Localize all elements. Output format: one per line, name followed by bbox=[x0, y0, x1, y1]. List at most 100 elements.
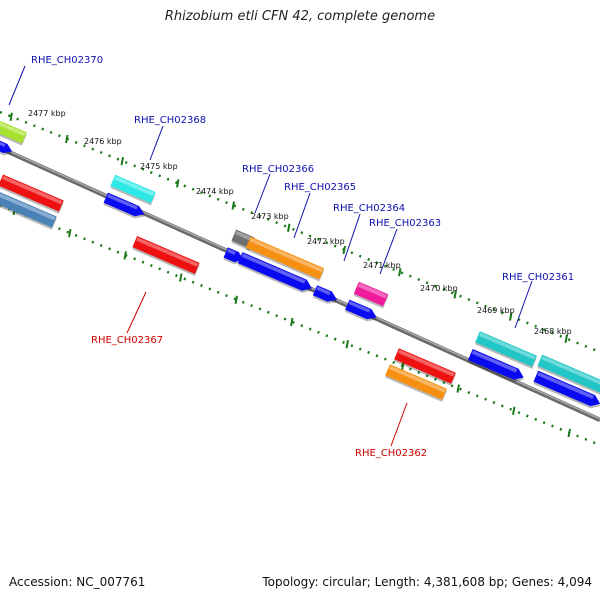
major-tick bbox=[120, 157, 124, 166]
feature-cds[interactable] bbox=[103, 192, 147, 222]
feature-steel[interactable] bbox=[0, 190, 57, 230]
feature-highlight bbox=[2, 175, 63, 205]
major-tick bbox=[287, 223, 291, 232]
gene-label-rhe-ch02366[interactable]: RHE_CH02366 bbox=[242, 164, 314, 175]
feature-body bbox=[132, 236, 200, 274]
gene-label-rhe-ch02363[interactable]: RHE_CH02363 bbox=[369, 218, 441, 229]
leader-rhe-ch02368 bbox=[149, 125, 164, 161]
feature-cds[interactable] bbox=[467, 349, 527, 385]
feature-body bbox=[475, 331, 537, 367]
gene-label-rhe-ch02362[interactable]: RHE_CH02362 bbox=[355, 448, 427, 459]
feature-highlight bbox=[136, 237, 199, 267]
feature-body bbox=[0, 138, 13, 154]
feature-body bbox=[0, 190, 57, 228]
genome-summary-text: Topology: circular; Length: 4,381,608 bp… bbox=[262, 575, 592, 589]
feature-highlight bbox=[241, 253, 306, 284]
major-tick bbox=[564, 334, 568, 343]
feature-lime[interactable] bbox=[0, 116, 27, 146]
leader-rhe-ch02364 bbox=[343, 213, 361, 262]
feature-cyan[interactable] bbox=[110, 174, 157, 206]
leader-rhe-ch02361 bbox=[514, 280, 533, 329]
feature-highlight bbox=[235, 230, 254, 242]
feature-highlight bbox=[0, 139, 6, 147]
major-tick bbox=[123, 251, 127, 260]
gene-label-rhe-ch02361[interactable]: RHE_CH02361 bbox=[502, 272, 574, 283]
tick-label: 2470 kbp bbox=[420, 284, 458, 293]
feature-cds[interactable] bbox=[223, 247, 245, 266]
major-tick bbox=[9, 112, 13, 121]
feature-magenta[interactable] bbox=[353, 281, 389, 309]
feature-body bbox=[353, 281, 389, 307]
gene-label-rhe-ch02364[interactable]: RHE_CH02364 bbox=[333, 203, 405, 214]
feature-teal[interactable] bbox=[474, 331, 537, 369]
feature-cds[interactable] bbox=[533, 370, 600, 412]
feature-highlight bbox=[316, 286, 331, 296]
label-leaders bbox=[8, 65, 533, 447]
gene-label-rhe-ch02368[interactable]: RHE_CH02368 bbox=[134, 115, 206, 126]
feature-body bbox=[110, 174, 156, 204]
major-tick bbox=[456, 384, 460, 393]
major-tick bbox=[176, 179, 180, 188]
major-tick bbox=[68, 229, 72, 238]
feature-highlight bbox=[357, 283, 387, 299]
feature-red[interactable] bbox=[132, 236, 201, 277]
major-tick bbox=[345, 340, 349, 349]
feature-highlight bbox=[107, 193, 138, 210]
feature-highlight bbox=[348, 300, 371, 313]
tick-track-lower bbox=[0, 203, 600, 447]
leader-rhe-ch02363 bbox=[379, 228, 398, 275]
feature-cds[interactable] bbox=[344, 299, 379, 325]
feature-body bbox=[0, 116, 27, 144]
feature-red[interactable] bbox=[393, 348, 456, 386]
feature-body bbox=[533, 370, 600, 407]
feature-body bbox=[103, 192, 145, 217]
leader-rhe-ch02366 bbox=[254, 173, 271, 214]
feature-cds[interactable] bbox=[0, 138, 15, 158]
tick-label: 2471 kbp bbox=[363, 261, 401, 270]
major-tick bbox=[342, 245, 346, 255]
gene-features bbox=[0, 116, 600, 412]
feature-highlight bbox=[249, 238, 323, 273]
tick-label: 2477 kbp bbox=[28, 109, 66, 118]
feature-cds[interactable] bbox=[312, 285, 340, 307]
major-tick bbox=[231, 201, 235, 210]
tick-label: 2474 kbp bbox=[196, 187, 234, 196]
feature-body bbox=[537, 354, 600, 394]
gene-label-rhe-ch02367[interactable]: RHE_CH02367 bbox=[91, 335, 163, 346]
tick-label: 2468 kbp bbox=[534, 327, 572, 336]
feature-orange[interactable] bbox=[245, 236, 325, 282]
feature-highlight bbox=[471, 350, 518, 373]
major-tick bbox=[398, 268, 402, 277]
feature-body bbox=[345, 299, 377, 320]
feature-body bbox=[223, 247, 243, 263]
major-tick bbox=[234, 295, 238, 304]
major-tick bbox=[509, 312, 513, 321]
feature-body bbox=[312, 285, 338, 302]
feature-teal[interactable] bbox=[537, 354, 600, 396]
feature-orange[interactable] bbox=[384, 364, 447, 402]
feature-highlight bbox=[388, 365, 446, 393]
feature-body bbox=[0, 174, 64, 212]
major-tick bbox=[567, 428, 571, 438]
gene-label-rhe-ch02365[interactable]: RHE_CH02365 bbox=[284, 182, 356, 193]
accession-text: Accession: NC_007761 bbox=[9, 575, 146, 589]
major-tick bbox=[401, 362, 405, 371]
tick-label: 2472 kbp bbox=[307, 237, 345, 246]
feature-highlight bbox=[537, 371, 594, 399]
feature-body bbox=[394, 348, 456, 384]
feature-body bbox=[385, 364, 447, 400]
feature-body bbox=[245, 236, 325, 280]
tick-label: 2473 kbp bbox=[251, 212, 289, 221]
feature-red[interactable] bbox=[0, 174, 64, 214]
major-tick bbox=[179, 273, 183, 282]
major-tick bbox=[65, 134, 69, 144]
tick-label: 2476 kbp bbox=[84, 137, 122, 146]
genome-title: Rhizobium etli CFN 42, complete genome bbox=[164, 9, 436, 24]
feature-highlight bbox=[541, 355, 600, 387]
feature-highlight bbox=[114, 176, 155, 197]
feature-cds[interactable] bbox=[237, 252, 315, 296]
major-tick bbox=[453, 290, 457, 299]
gene-label-rhe-ch02370[interactable]: RHE_CH02370 bbox=[31, 55, 103, 66]
